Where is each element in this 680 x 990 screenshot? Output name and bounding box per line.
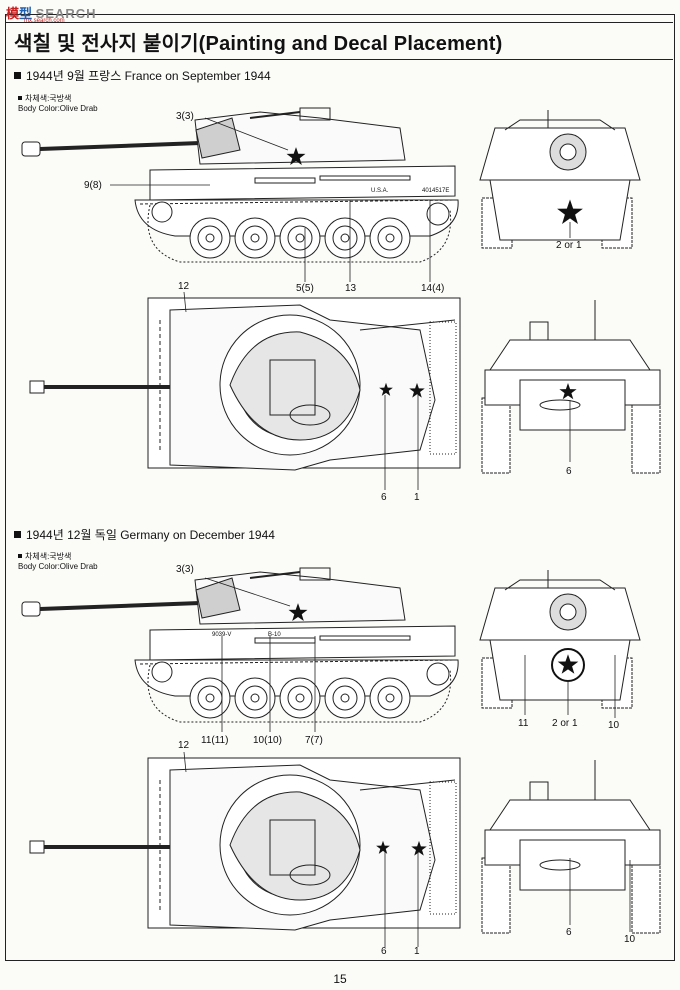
callout-label: 10 <box>624 934 636 945</box>
hull-marking: U.S.A. <box>371 188 389 194</box>
callout-label: 3(3) <box>176 111 194 122</box>
leader-lines <box>110 117 571 490</box>
section1-heading: 1944년 9월 프랑스 France on September 1944 <box>14 67 271 84</box>
callout-label: 3(3) <box>176 564 194 575</box>
callout-label: 13 <box>345 283 357 294</box>
callout-label: 6 <box>566 927 572 938</box>
page-number: 15 <box>333 972 347 986</box>
top-view-2 <box>28 756 462 932</box>
callout-label: 12 <box>178 740 190 751</box>
hull-marking: 4014517E <box>422 188 450 194</box>
callout-label: 14(4) <box>421 283 445 294</box>
callout-label: 6 <box>381 946 387 957</box>
callout-label: 10 <box>608 720 620 731</box>
title-bar <box>5 22 673 60</box>
hull-marking: B-10 <box>268 632 281 638</box>
callout-label: 11(11) <box>201 735 229 746</box>
callout-label: 6 <box>566 466 572 477</box>
top-view-1 <box>28 296 462 472</box>
watermark-url: mx.search.com <box>24 18 65 24</box>
side-view-2 <box>20 566 461 724</box>
callout-label: 2 or 1 <box>556 240 582 251</box>
callout-label: 1 <box>414 492 420 503</box>
callout-label: 10(10) <box>253 735 282 746</box>
front-view-2 <box>479 569 641 709</box>
callout-label: 7(7) <box>305 735 323 746</box>
callout-label: 1 <box>414 946 420 957</box>
callout-label: 5(5) <box>296 283 314 294</box>
rear-view-1 <box>481 299 661 474</box>
leader-lines <box>183 577 631 947</box>
callout-label: 9(8) <box>84 180 102 191</box>
front-view-1 <box>479 109 641 249</box>
rear-view-2 <box>481 759 661 934</box>
callout-label: 2 or 1 <box>552 718 578 729</box>
callout-label: 11 <box>518 718 529 729</box>
hull-marking: 9039-V <box>212 632 232 638</box>
callout-label: 6 <box>381 492 387 503</box>
watermark: 模型 SEARCH <box>6 6 97 21</box>
page-title: 색칠 및 전사지 붙이기(Painting and Decal Placemen… <box>14 33 503 55</box>
page-frame <box>5 14 675 961</box>
callout-label: 12 <box>178 281 190 292</box>
section2-heading: 1944년 12월 독일 Germany on December 1944 <box>14 526 275 543</box>
